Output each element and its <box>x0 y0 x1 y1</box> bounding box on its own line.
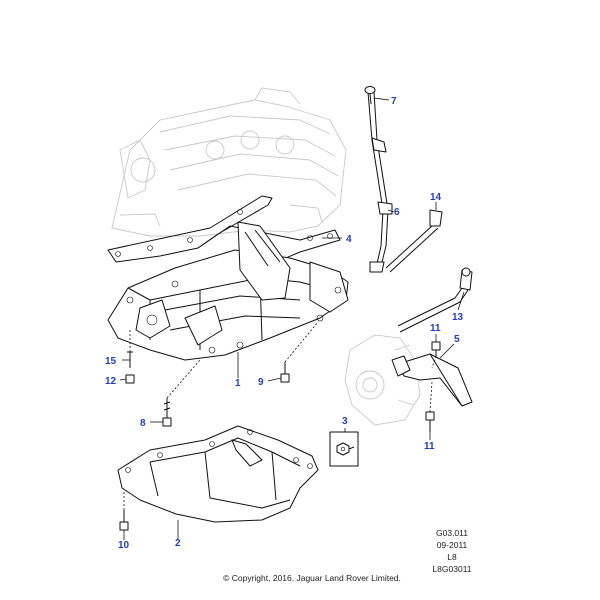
front-cover-ghost <box>344 334 421 426</box>
lower-oil-pan <box>117 425 319 523</box>
ref-line-4: L8G03011 <box>432 564 471 574</box>
bolt-12 <box>125 374 135 384</box>
bolt-9 <box>280 362 290 383</box>
callout-5: 5 <box>454 334 460 345</box>
callout-13: 13 <box>452 312 464 323</box>
ref-line-1: G03.011 <box>436 528 468 538</box>
upper-oil-pan <box>107 221 349 361</box>
callout-10: 10 <box>118 540 130 551</box>
drain-plug-kit <box>329 431 359 467</box>
bolt-11-upper <box>431 341 441 356</box>
callout-8: 8 <box>140 418 146 429</box>
callout-3: 3 <box>342 416 348 427</box>
callout-12: 12 <box>105 376 117 387</box>
bolt-11-lower <box>425 411 435 432</box>
oil-pan-gasket <box>107 195 341 269</box>
oil-return-pipe <box>397 267 473 333</box>
callouts: 1 2 3 4 5 6 7 8 9 10 11 11 12 13 14 15 <box>105 96 464 551</box>
callout-2: 2 <box>175 538 181 549</box>
callout-11-lower: 11 <box>424 441 435 452</box>
callout-1: 1 <box>235 378 241 389</box>
dipstick <box>364 86 376 105</box>
reference-block: G03.011 09-2011 L8 L8G03011 <box>432 528 471 574</box>
oil-feed-pipe <box>385 209 443 273</box>
callout-11-upper: 11 <box>430 323 441 334</box>
oil-pickup <box>391 353 473 407</box>
dipstick-tube <box>367 91 393 273</box>
copyright: © Copyright, 2016. Jaguar Land Rover Lim… <box>223 573 401 583</box>
callout-9: 9 <box>258 377 264 388</box>
callout-7: 7 <box>391 96 397 107</box>
callout-14: 14 <box>430 192 442 203</box>
callout-15: 15 <box>105 356 117 367</box>
bolt-10 <box>119 510 129 531</box>
ref-line-3: L8 <box>447 552 457 562</box>
bolt-8 <box>162 398 172 427</box>
callout-4: 4 <box>346 234 352 245</box>
callout-6: 6 <box>394 207 400 218</box>
leader-lines <box>119 97 465 540</box>
ref-line-2: 09-2011 <box>437 540 468 550</box>
engine-block-ghost <box>111 87 347 237</box>
